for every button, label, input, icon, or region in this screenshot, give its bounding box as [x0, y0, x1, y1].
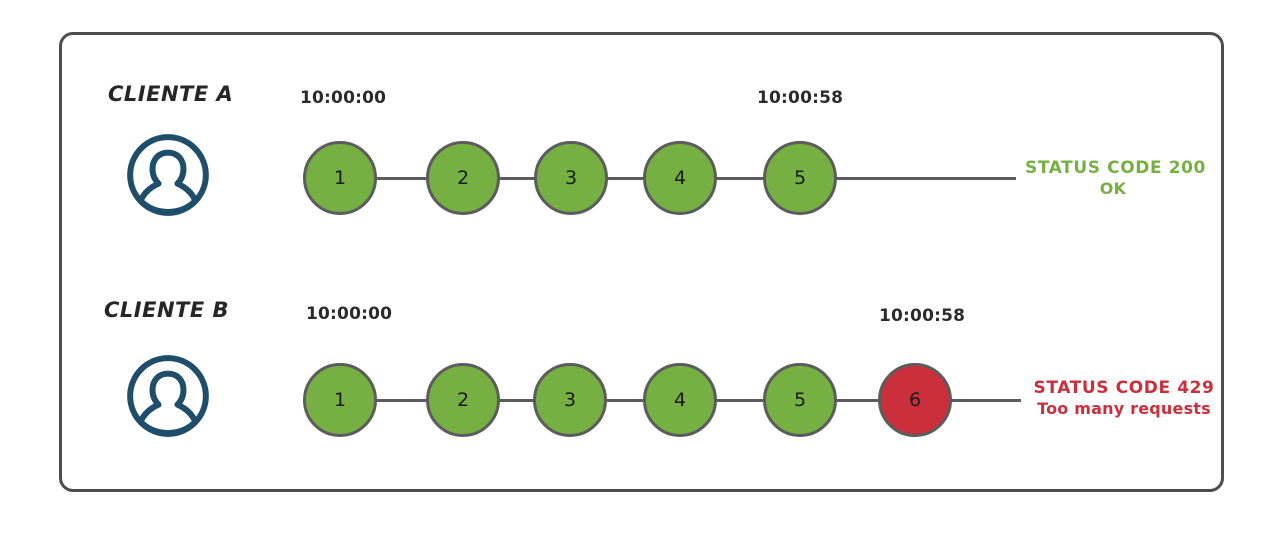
request-node-a-5-label: 5 [793, 167, 807, 189]
connector-a-tail [834, 177, 1016, 180]
request-node-a-2-label: 2 [456, 167, 470, 189]
status-code-b: STATUS CODE 429 [1033, 378, 1215, 398]
connector-a-2 [497, 177, 539, 180]
request-node-b-1-label: 1 [333, 389, 347, 411]
status-detail-b: Too many requests [1037, 398, 1211, 418]
diagram-frame [59, 32, 1224, 492]
request-node-b-2-label: 2 [456, 389, 470, 411]
request-node-b-1[interactable]: 1 [303, 363, 377, 437]
request-node-b-6[interactable]: 6 [878, 363, 952, 437]
request-node-a-3[interactable]: 3 [534, 141, 608, 215]
connector-a-1 [374, 177, 431, 180]
request-node-a-4[interactable]: 4 [643, 141, 717, 215]
request-node-a-2[interactable]: 2 [426, 141, 500, 215]
status-badge-a: STATUS CODE 200 OK [1025, 158, 1206, 198]
status-detail-a: OK [1099, 178, 1127, 198]
row-a-time-end: 10:00:58 [757, 88, 844, 108]
row-a-time-start: 10:00:00 [300, 88, 387, 108]
client-a-label: CLIENTE A [108, 82, 234, 106]
connector-b-2 [497, 399, 539, 402]
status-code-a: STATUS CODE 200 [1025, 158, 1206, 178]
request-node-a-5[interactable]: 5 [763, 141, 837, 215]
request-node-b-3-label: 3 [563, 389, 577, 411]
request-node-b-2[interactable]: 2 [426, 363, 500, 437]
request-node-a-3-label: 3 [564, 167, 578, 189]
status-badge-b: STATUS CODE 429 Too many requests [1026, 378, 1222, 418]
request-node-b-5-label: 5 [793, 389, 807, 411]
connector-b-5 [834, 399, 880, 402]
connector-b-3 [604, 399, 646, 402]
row-b-time-end: 10:00:58 [879, 306, 966, 326]
request-node-b-5[interactable]: 5 [763, 363, 837, 437]
request-node-a-1-label: 1 [333, 167, 347, 189]
client-b-label: CLIENTE B [104, 298, 230, 322]
request-node-b-4-label: 4 [673, 389, 687, 411]
request-node-a-1[interactable]: 1 [303, 141, 377, 215]
connector-b-tail [949, 399, 1021, 402]
connector-b-4 [714, 399, 766, 402]
connector-a-3 [605, 177, 647, 180]
request-node-a-4-label: 4 [673, 167, 687, 189]
user-avatar-icon-b [125, 353, 211, 439]
request-node-b-4[interactable]: 4 [643, 363, 717, 437]
request-node-b-6-label: 6 [908, 389, 922, 411]
user-avatar-icon-a [125, 132, 211, 218]
connector-a-4 [714, 177, 766, 180]
request-node-b-3[interactable]: 3 [533, 363, 607, 437]
row-b-time-start: 10:00:00 [306, 304, 393, 324]
connector-b-1 [374, 399, 431, 402]
